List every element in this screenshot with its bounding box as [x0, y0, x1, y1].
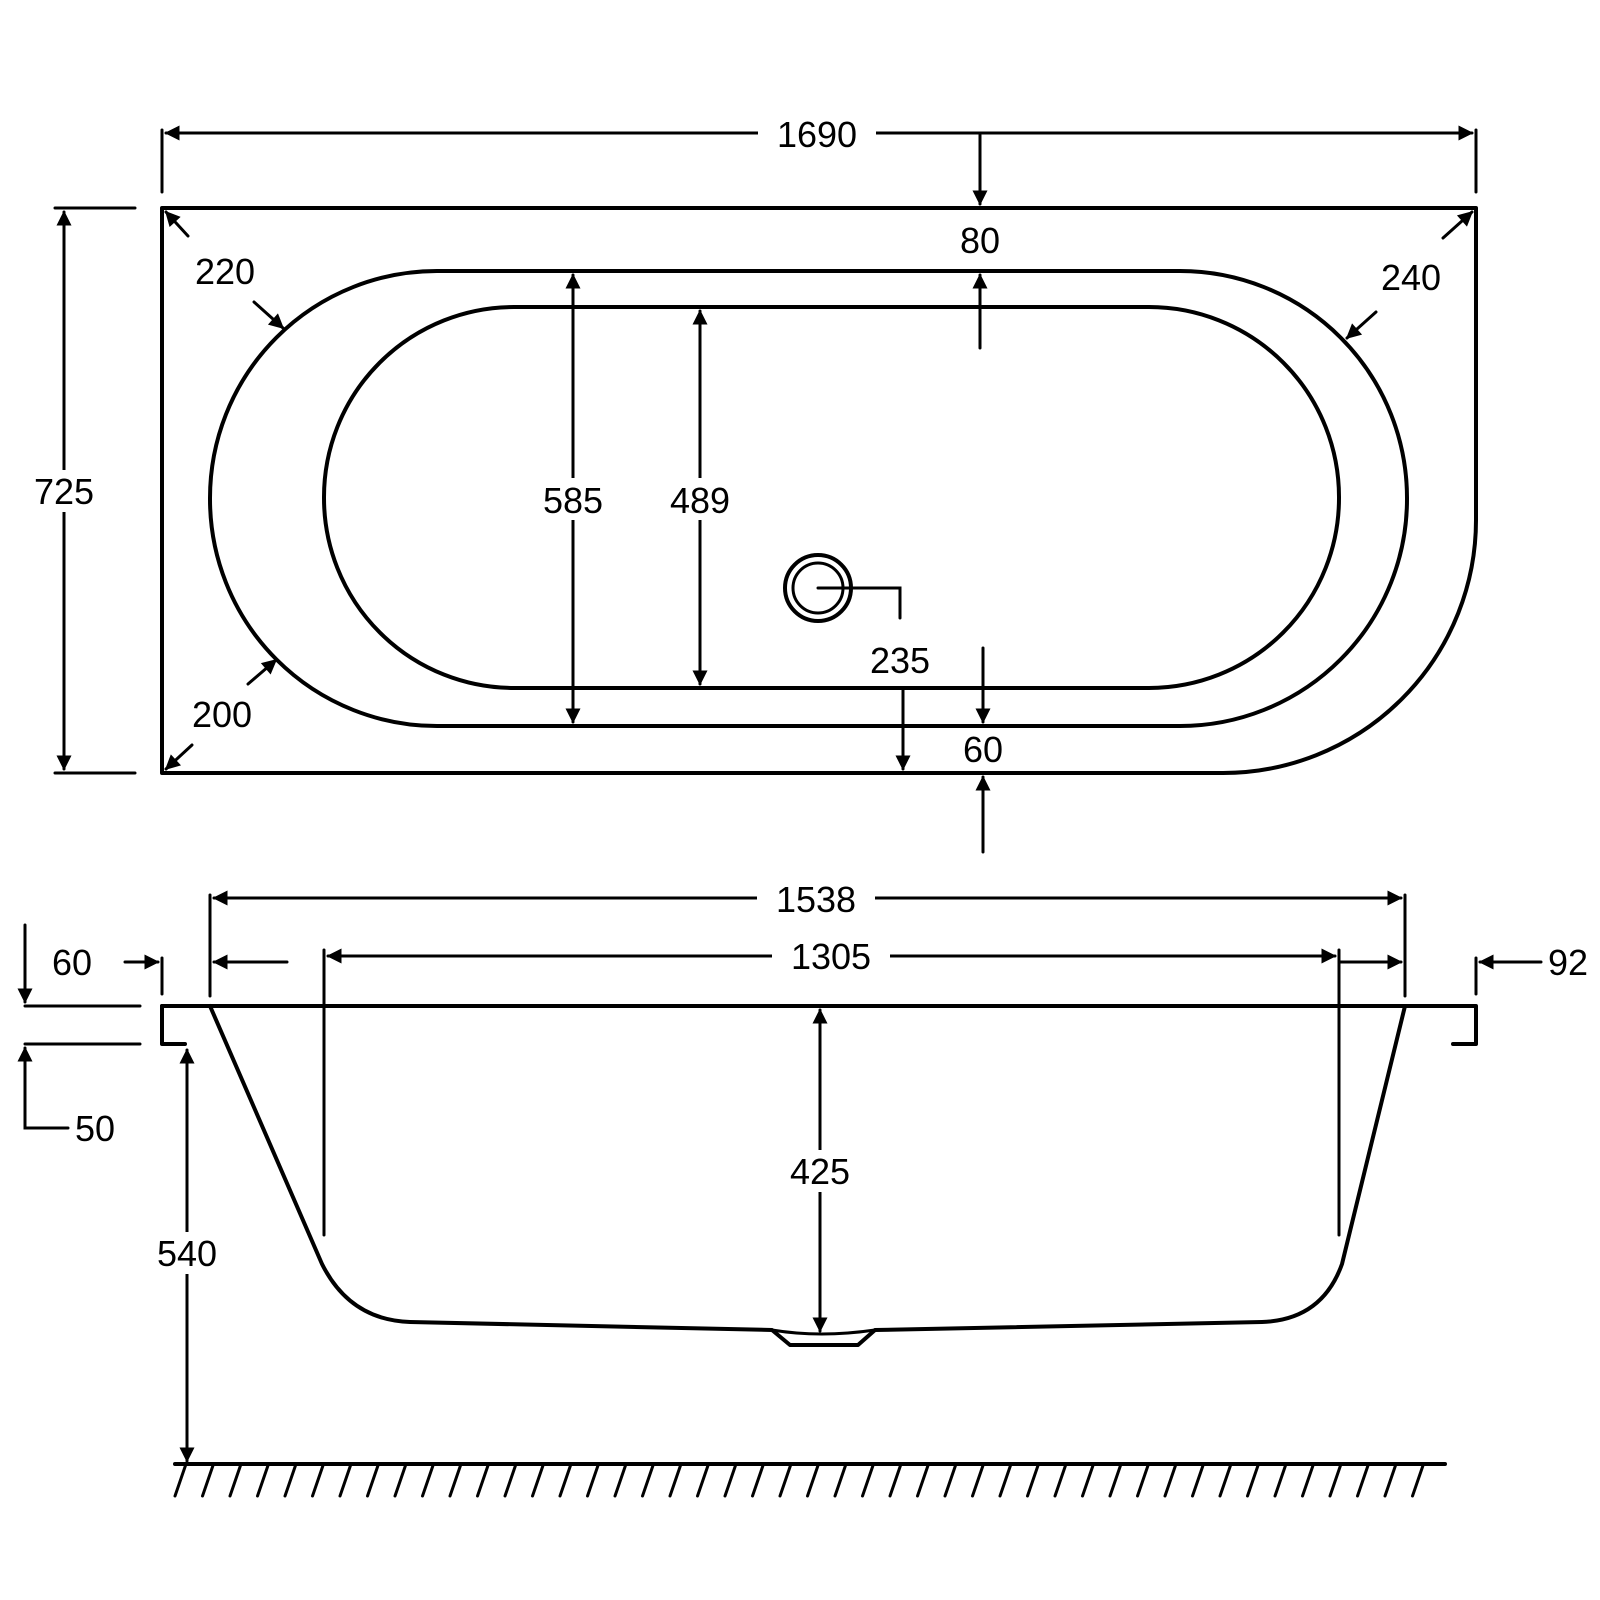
floor-hatch-line — [806, 1462, 820, 1498]
floor-hatch-line — [696, 1462, 710, 1498]
dim-rim-bottom: 60 — [963, 646, 1003, 854]
floor-hatch-line — [1383, 1462, 1398, 1498]
dim-rim-top: 80 — [960, 133, 1000, 350]
floor-hatch-line — [1328, 1462, 1343, 1498]
side-total-height-label: 540 — [157, 1233, 217, 1274]
floor-hatch-line — [228, 1462, 243, 1498]
floor-hatch-line — [641, 1462, 655, 1498]
plan-corner-top-right-label: 240 — [1381, 257, 1441, 298]
floor-hatch-line — [916, 1462, 930, 1498]
plan-inner-width-label: 585 — [543, 480, 603, 521]
dim-depth: 425 — [780, 1008, 860, 1333]
floor-hatch-line — [448, 1462, 463, 1498]
plan-view: 1690 725 80 60 585 — [22, 112, 1478, 854]
floor-hatch-line — [1273, 1462, 1288, 1498]
plan-overall-width-label: 725 — [34, 471, 94, 512]
floor-hatch-line — [201, 1462, 215, 1498]
floor-hatch-line — [613, 1462, 628, 1498]
dim-floor-width: 489 — [660, 309, 740, 686]
floor-hatch-line — [998, 1462, 1013, 1498]
floor-hatch-line — [723, 1462, 738, 1498]
floor-hatch-line — [421, 1462, 435, 1498]
dim-top-length: 1538 — [208, 876, 1407, 998]
dim-total-height: 540 — [147, 1048, 227, 1463]
floor-hatch-line — [586, 1462, 600, 1498]
floor-hatch-line — [173, 1462, 188, 1498]
floor-hatch-line — [1356, 1462, 1370, 1498]
side-rim — [160, 1004, 1478, 1046]
dim-rim-thickness: 50 — [17, 923, 142, 1149]
side-basin-profile — [208, 1004, 1407, 1347]
plan-rim-bottom-label: 60 — [963, 729, 1003, 770]
plan-overall-length-label: 1690 — [777, 114, 857, 155]
floor-hatch-line — [1191, 1462, 1205, 1498]
floor-hatch-line — [558, 1462, 573, 1498]
plan-drain-offset-label: 235 — [870, 640, 930, 681]
floor-hatch-line — [1163, 1462, 1178, 1498]
plan-floor-width-label: 489 — [670, 480, 730, 521]
dim-corner-top-right: 240 — [1345, 210, 1474, 340]
plan-rim-top-label: 80 — [960, 220, 1000, 261]
floor-hatch-line — [1053, 1462, 1068, 1498]
dim-corner-top-left: 220 — [164, 210, 285, 330]
plan-corner-bottom-left-label: 200 — [192, 694, 252, 735]
floor-hatch-line — [1218, 1462, 1233, 1498]
side-view: 1538 1305 60 92 50 — [17, 876, 1588, 1498]
floor-hatch-line — [971, 1462, 985, 1498]
side-rim-right-label: 92 — [1548, 942, 1588, 983]
floor-hatch-line — [503, 1462, 518, 1498]
floor-hatch-line — [1411, 1462, 1425, 1498]
floor-hatch-line — [1081, 1462, 1095, 1498]
floor-hatch-line — [283, 1462, 298, 1498]
side-top-length-label: 1538 — [776, 879, 856, 920]
floor-hatch-line — [1246, 1462, 1260, 1498]
basin-floor-oval — [322, 305, 1341, 690]
dim-overall-width: 725 — [22, 206, 137, 775]
dim-overall-length: 1690 — [160, 112, 1478, 194]
dim-inner-width: 585 — [534, 273, 614, 724]
floor-hatch-line — [1301, 1462, 1315, 1498]
floor-hatch-line — [888, 1462, 903, 1498]
floor-hatch-line — [861, 1462, 875, 1498]
floor-hatch-line — [943, 1462, 958, 1498]
side-rim-left-label: 60 — [52, 942, 92, 983]
floor-hatch-line — [778, 1462, 793, 1498]
dim-bottom-length: 1305 — [326, 934, 1337, 978]
side-bottom-length-label: 1305 — [791, 936, 871, 977]
floor-hatch-line — [366, 1462, 380, 1498]
plan-corner-top-left-label: 220 — [195, 251, 255, 292]
dim-rim-left: 60 — [52, 942, 164, 996]
floor-hatch-line — [311, 1462, 325, 1498]
dim-drain-offset: 235 — [870, 640, 930, 771]
floor-hatch-line — [256, 1462, 270, 1498]
floor-hatch-line — [751, 1462, 765, 1498]
dim-corner-bottom-left: 200 — [164, 658, 278, 771]
floor-hatch-line — [393, 1462, 408, 1498]
basin-rim-oval — [208, 269, 1409, 728]
plan-outer-outline — [160, 206, 1478, 775]
floor-hatch-line — [833, 1462, 848, 1498]
floor-hatch-line — [476, 1462, 490, 1498]
floor-hatch-line — [1108, 1462, 1123, 1498]
floor-hatch-line — [1136, 1462, 1150, 1498]
floor-hatch-line — [668, 1462, 683, 1498]
floor-hatch-line — [1026, 1462, 1040, 1498]
floor-hatch-line — [338, 1462, 353, 1498]
dim-rim-right: 92 — [1474, 942, 1588, 996]
side-depth-label: 425 — [790, 1151, 850, 1192]
floor-hatch-line — [531, 1462, 545, 1498]
drain-icon — [783, 553, 902, 623]
side-rim-thickness-label: 50 — [75, 1108, 115, 1149]
floor-hatch — [173, 1462, 1447, 1498]
